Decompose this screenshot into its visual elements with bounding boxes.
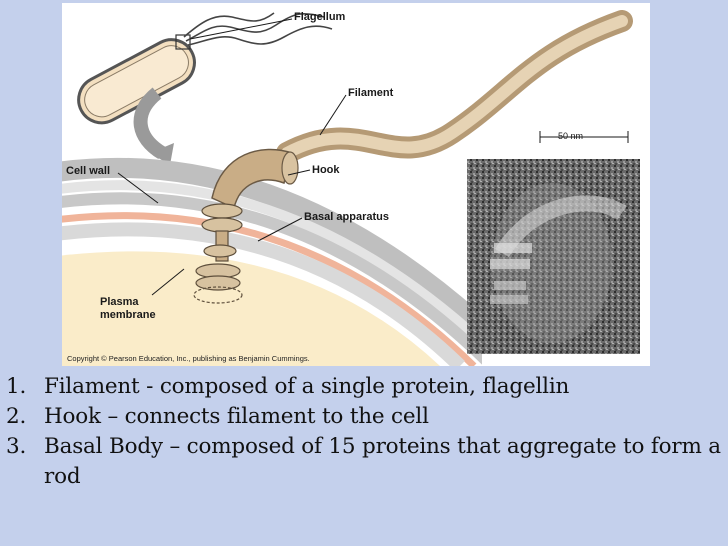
note-item-hook: 2. Hook – connects filament to the cell — [0, 402, 728, 432]
note-text: Basal Body – composed of 15 proteins tha… — [44, 434, 721, 489]
note-number: 2. — [6, 404, 27, 429]
label-basal-apparatus: Basal apparatus — [304, 211, 389, 223]
label-plasma-membrane-1: Plasma — [100, 296, 139, 308]
note-text: Hook – connects filament to the cell — [44, 404, 429, 429]
zoom-arrow — [133, 87, 166, 160]
flagellum-figure: Flagellum Filament 50 nm Cell wall Hook … — [62, 3, 650, 366]
label-hook: Hook — [312, 164, 340, 176]
label-filament: Filament — [348, 87, 394, 99]
note-text: Filament - composed of a single protein,… — [44, 374, 570, 399]
note-item-basal-body: 3. Basal Body – composed of 15 proteins … — [0, 432, 728, 492]
copyright-note: Copyright © Pearson Education, Inc., pub… — [67, 354, 310, 363]
label-cell-wall: Cell wall — [66, 165, 111, 177]
note-number: 3. — [6, 434, 27, 459]
label-scale-bar: 50 nm — [558, 131, 584, 141]
hook-shape — [211, 148, 299, 210]
basal-body-shape — [193, 203, 243, 304]
cell-envelope — [62, 157, 482, 366]
note-item-filament: 1. Filament - composed of a single prote… — [0, 372, 728, 402]
zoom-arrow-head — [150, 143, 174, 165]
note-number: 1. — [6, 374, 27, 399]
electron-micrograph — [467, 159, 640, 354]
flagellum-illustration — [62, 10, 640, 366]
bacterium-flagella — [183, 12, 333, 46]
leader-lines — [117, 18, 629, 296]
label-flagellum: Flagellum — [294, 11, 346, 23]
notes-list: 1. Filament - composed of a single prote… — [0, 372, 728, 492]
label-plasma-membrane-2: membrane — [100, 309, 156, 321]
